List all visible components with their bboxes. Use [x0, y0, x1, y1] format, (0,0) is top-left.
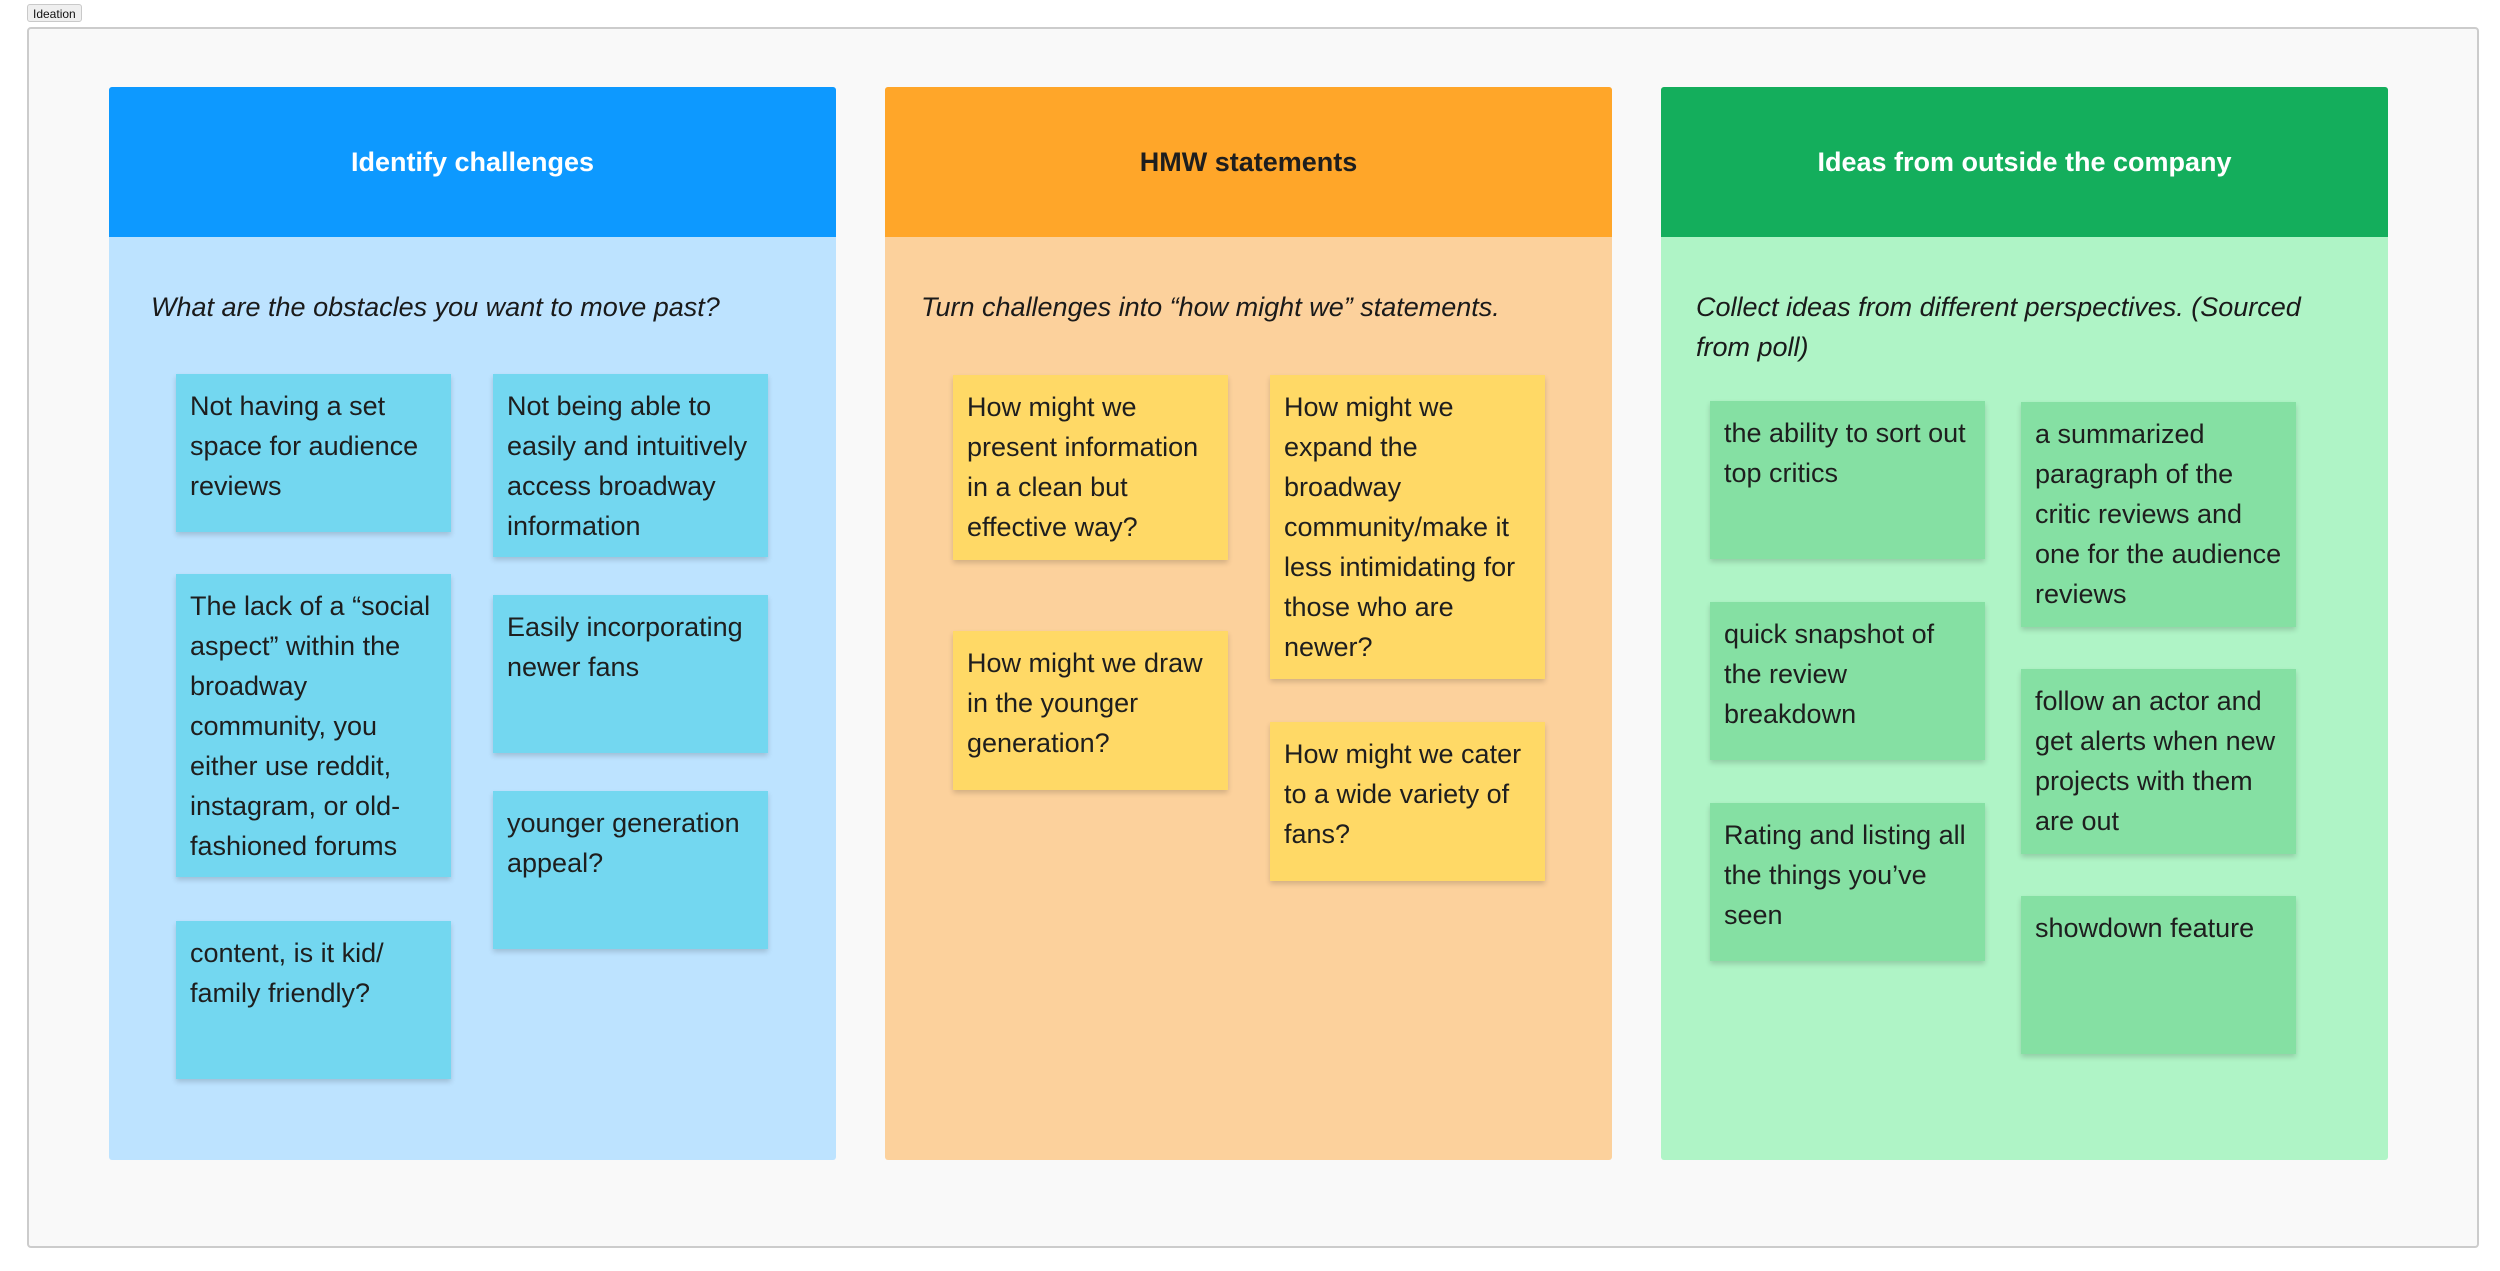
sticky-note[interactable]: How might we draw in the younger generat…	[953, 631, 1228, 790]
sticky-note[interactable]: the ability to sort out top critics	[1710, 401, 1985, 559]
sticky-note[interactable]: How might we expand the broadway communi…	[1270, 375, 1545, 679]
sticky-note[interactable]: How might we cater to a wide variety of …	[1270, 722, 1545, 881]
sticky-note[interactable]: follow an actor and get alerts when new …	[2021, 669, 2296, 854]
frame-title-tag[interactable]: Ideation	[27, 4, 82, 22]
sticky-note[interactable]: a summarized paragraph of the critic rev…	[2021, 402, 2296, 627]
section-header[interactable]: Ideas from outside the company	[1661, 87, 2388, 237]
sticky-note[interactable]: The lack of a “social aspect” within the…	[176, 574, 451, 877]
sticky-note[interactable]: younger generation appeal?	[493, 791, 768, 949]
section-header[interactable]: Identify challenges	[109, 87, 836, 237]
sticky-note[interactable]: showdown feature	[2021, 896, 2296, 1054]
section-identify-challenges: Identify challenges What are the obstacl…	[109, 87, 836, 1160]
section-prompt: Collect ideas from different perspective…	[1696, 292, 2301, 362]
section-prompt: What are the obstacles you want to move …	[151, 292, 720, 322]
sticky-note[interactable]: Rating and listing all the things you’ve…	[1710, 803, 1985, 961]
sticky-note[interactable]: Easily incorporating newer fans	[493, 595, 768, 753]
sticky-note[interactable]: Not being able to easily and intuitively…	[493, 374, 768, 557]
section-outside-ideas: Ideas from outside the company Collect i…	[1661, 87, 2388, 1160]
section-title: HMW statements	[1139, 146, 1358, 177]
section-header[interactable]: HMW statements	[885, 87, 1612, 237]
sticky-note[interactable]: Not having a set space for audience revi…	[176, 374, 451, 532]
section-title: Ideas from outside the company	[1817, 146, 2232, 177]
sticky-note[interactable]: content, is it kid/ family friendly?	[176, 921, 451, 1079]
section-hmw-statements: HMW statements Turn challenges into “how…	[885, 87, 1612, 1160]
sticky-note[interactable]: How might we present information in a cl…	[953, 375, 1228, 560]
sticky-note[interactable]: quick snapshot of the review breakdown	[1710, 602, 1985, 760]
section-prompt: Turn challenges into “how might we” stat…	[921, 292, 1500, 322]
ideation-frame: Identify challenges What are the obstacl…	[27, 27, 2479, 1248]
section-title: Identify challenges	[350, 146, 595, 177]
